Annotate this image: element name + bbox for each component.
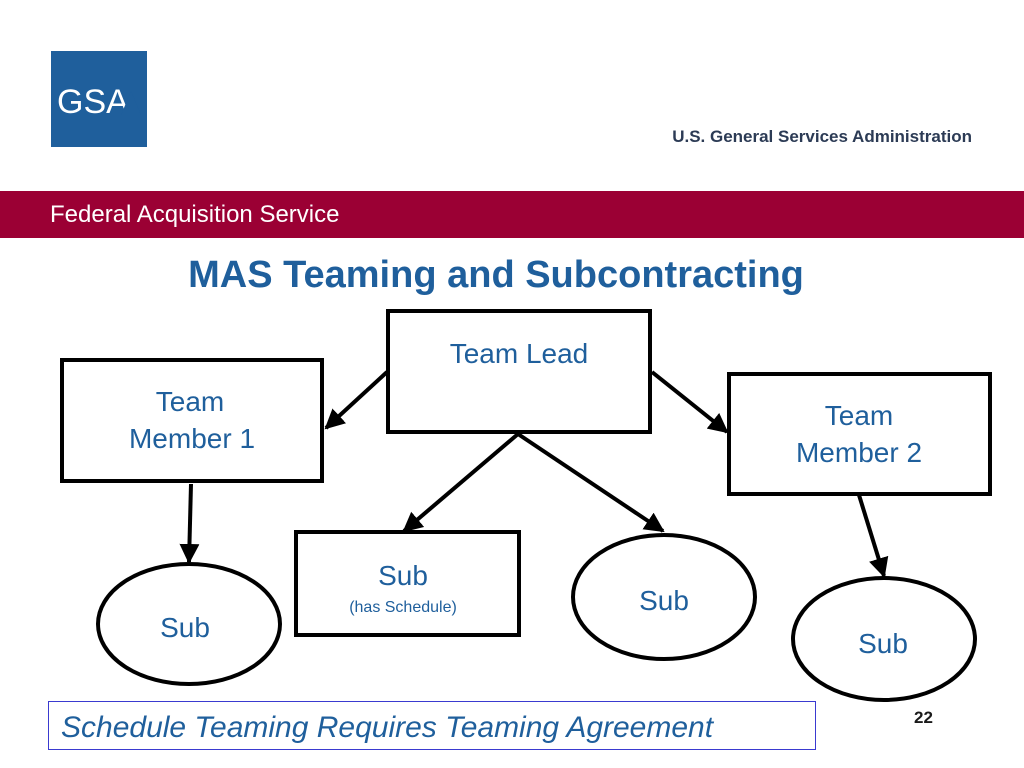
sub-left-label: Sub bbox=[160, 612, 210, 643]
service-band: Federal Acquisition Service bbox=[0, 191, 1024, 238]
slide-title: MAS Teaming and Subcontracting bbox=[188, 254, 804, 296]
member1-label-line1: Team bbox=[156, 386, 224, 417]
node-sub-right: Sub bbox=[791, 576, 977, 702]
node-sub-schedule: Sub (has Schedule) bbox=[294, 530, 521, 637]
member1-label-line2: Member 1 bbox=[129, 423, 255, 454]
sub-center-label: Sub bbox=[639, 585, 689, 616]
teaming-note: Schedule Teaming Requires Teaming Agreem… bbox=[61, 711, 714, 744]
teaming-note-box: Schedule Teaming Requires Teaming Agreem… bbox=[48, 701, 816, 750]
member2-label-line2: Member 2 bbox=[796, 437, 922, 468]
node-team-member-1: Team Member 1 bbox=[60, 358, 324, 483]
sub-schedule-note: (has Schedule) bbox=[349, 599, 457, 616]
gsa-logo-mark: GSA bbox=[57, 83, 141, 121]
member2-label-line1: Team bbox=[825, 400, 893, 431]
team-lead-label: Team Lead bbox=[450, 338, 589, 369]
node-team-member-2: Team Member 2 bbox=[727, 372, 992, 496]
arrow-member2-to-sub bbox=[857, 494, 889, 578]
gsa-logo: GSA bbox=[51, 51, 147, 147]
arrow-lead-to-sub-center bbox=[516, 432, 665, 533]
page-number: 22 bbox=[914, 708, 933, 727]
arrow-lead-to-member1 bbox=[324, 370, 389, 430]
arrow-lead-to-member2 bbox=[650, 370, 729, 434]
node-sub-left: Sub bbox=[96, 562, 282, 686]
band-title: Federal Acquisition Service bbox=[50, 201, 340, 228]
gsa-logo-text: GSA bbox=[57, 83, 129, 121]
node-sub-center: Sub bbox=[571, 533, 757, 661]
sub-right-label: Sub bbox=[858, 628, 908, 659]
logo-star-accent bbox=[121, 91, 141, 115]
arrow-lead-to-sub-schedule bbox=[402, 432, 520, 533]
agency-name: U.S. General Services Administration bbox=[672, 127, 972, 146]
arrow-member1-to-sub bbox=[179, 483, 200, 564]
sub-schedule-label: Sub bbox=[378, 560, 428, 591]
node-team-lead: Team Lead bbox=[386, 309, 652, 434]
